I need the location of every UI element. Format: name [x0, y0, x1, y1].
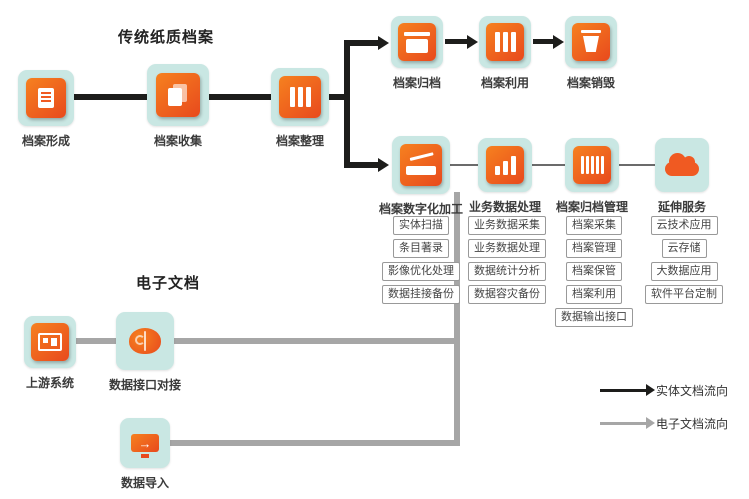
cloud-icon	[665, 153, 699, 176]
list-item: 档案采集	[566, 216, 622, 235]
gray-arrow-icon	[600, 417, 655, 429]
data-interface-icon	[116, 312, 174, 370]
manage-to-extend-line	[619, 164, 655, 166]
node-label: 档案归档	[392, 76, 441, 90]
shelf-icon	[580, 156, 604, 174]
list-item: 数据统计分析	[468, 262, 546, 281]
monitor-icon	[38, 333, 62, 351]
import-monitor-icon	[131, 434, 159, 458]
list-item: 大数据应用	[650, 262, 718, 281]
list-item: 实体扫描	[393, 216, 449, 235]
legend-physical-label: 实体文档流向	[656, 384, 729, 398]
archive-box-icon	[404, 32, 430, 53]
list-item: 业务数据采集	[468, 216, 546, 235]
legend: 实体文档流向 电子文档流向	[600, 382, 728, 448]
archive-form-icon	[18, 70, 74, 126]
node-label: 档案收集	[153, 134, 202, 148]
brain-network-icon	[129, 328, 161, 354]
node-label: 数据接口对接	[108, 378, 181, 392]
use-to-destroy-line	[533, 39, 555, 44]
node-label: 业务数据处理	[468, 200, 541, 214]
document-icon	[38, 88, 54, 108]
import-flow-line	[145, 440, 460, 446]
data-import-icon	[120, 418, 170, 468]
node-label: 档案利用	[480, 76, 529, 90]
lower-branch-line	[344, 162, 378, 168]
node-label: 档案形成	[21, 134, 70, 148]
node-label: 延伸服务	[657, 200, 706, 214]
digitize-to-business-line	[450, 164, 478, 166]
paper-archive-title: 传统纸质档案	[118, 29, 215, 46]
node-label: 数据导入	[120, 476, 169, 490]
list-item: 业务数据处理	[468, 239, 546, 258]
archive-file-icon	[391, 16, 443, 68]
node-archive-destroy: 档案销毁	[541, 16, 641, 91]
books-icon	[494, 32, 516, 52]
upper-branch-arrowhead	[378, 36, 389, 50]
upper-branch-line	[344, 40, 378, 46]
archive-destroy-icon	[565, 16, 617, 68]
binders-icon	[289, 87, 311, 107]
node-business-data: 业务数据处理	[455, 138, 555, 215]
node-data-import: 数据导入	[95, 418, 195, 491]
list-item: 档案利用	[566, 285, 622, 304]
list-item: 云存储	[661, 239, 707, 258]
node-archive-use: 档案利用	[455, 16, 555, 91]
archive-organize-icon	[271, 68, 329, 126]
manage-task-list: 档案采集 档案管理 档案保管 档案利用 数据输出接口	[544, 216, 644, 331]
digitize-task-list: 实体扫描 条目著录 影像优化处理 数据挂接备份	[373, 216, 469, 308]
list-item: 档案管理	[566, 239, 622, 258]
node-archive-organize: 档案整理	[250, 68, 350, 149]
node-digitize: 档案数字化加工	[371, 136, 471, 217]
archive-collect-icon	[147, 64, 209, 126]
branch-vertical-line	[344, 40, 350, 168]
use-to-destroy-arrowhead	[553, 35, 564, 49]
list-item: 条目著录	[393, 239, 449, 258]
digitize-icon	[392, 136, 450, 194]
list-item: 软件平台定制	[645, 285, 723, 304]
scanner-icon	[406, 155, 436, 175]
node-archive-collect: 档案收集	[128, 64, 228, 149]
list-item: 影像优化处理	[382, 262, 460, 281]
electronic-doc-title: 电子文档	[136, 275, 201, 292]
list-item: 档案保管	[566, 262, 622, 281]
node-label: 上游系统	[25, 376, 74, 390]
file-to-use-line	[445, 39, 469, 44]
node-data-interface: 数据接口对接	[95, 312, 195, 393]
list-item: 数据容灾备份	[468, 285, 546, 304]
lower-branch-arrowhead	[378, 158, 389, 172]
node-archive-file: 档案归档	[367, 16, 467, 91]
node-archive-form: 档案形成	[0, 70, 96, 149]
upstream-flow-line	[50, 338, 460, 344]
archive-manage-icon	[565, 138, 619, 192]
node-extend-service: 延伸服务	[632, 138, 732, 215]
documents-icon	[168, 84, 188, 106]
list-item: 数据输出接口	[555, 308, 633, 327]
legend-electronic-label: 电子文档流向	[656, 417, 729, 431]
extend-service-icon	[655, 138, 709, 192]
node-label: 档案销毁	[566, 76, 615, 90]
business-to-manage-line	[532, 164, 565, 166]
upstream-system-icon	[24, 316, 76, 368]
business-data-icon	[478, 138, 532, 192]
node-label: 档案数字化加工	[378, 202, 463, 216]
list-item: 云技术应用	[650, 216, 718, 235]
electronic-vertical-line	[454, 192, 460, 446]
file-to-use-arrowhead	[467, 35, 478, 49]
extend-task-list: 云技术应用 云存储 大数据应用 软件平台定制	[632, 216, 736, 308]
node-label: 档案整理	[275, 134, 324, 148]
archive-use-icon	[479, 16, 531, 68]
node-label: 档案归档管理	[555, 200, 628, 214]
list-item: 数据挂接备份	[382, 285, 460, 304]
node-upstream-system: 上游系统	[0, 316, 100, 391]
node-archive-manage: 档案归档管理	[542, 138, 642, 215]
business-task-list: 业务数据采集 业务数据处理 数据统计分析 数据容灾备份	[459, 216, 555, 308]
legend-electronic-row: 电子文档流向	[600, 415, 728, 432]
trash-icon	[581, 30, 601, 54]
legend-physical-row: 实体文档流向	[600, 382, 728, 399]
bar-chart-icon	[494, 155, 516, 175]
black-arrow-icon	[600, 384, 655, 396]
